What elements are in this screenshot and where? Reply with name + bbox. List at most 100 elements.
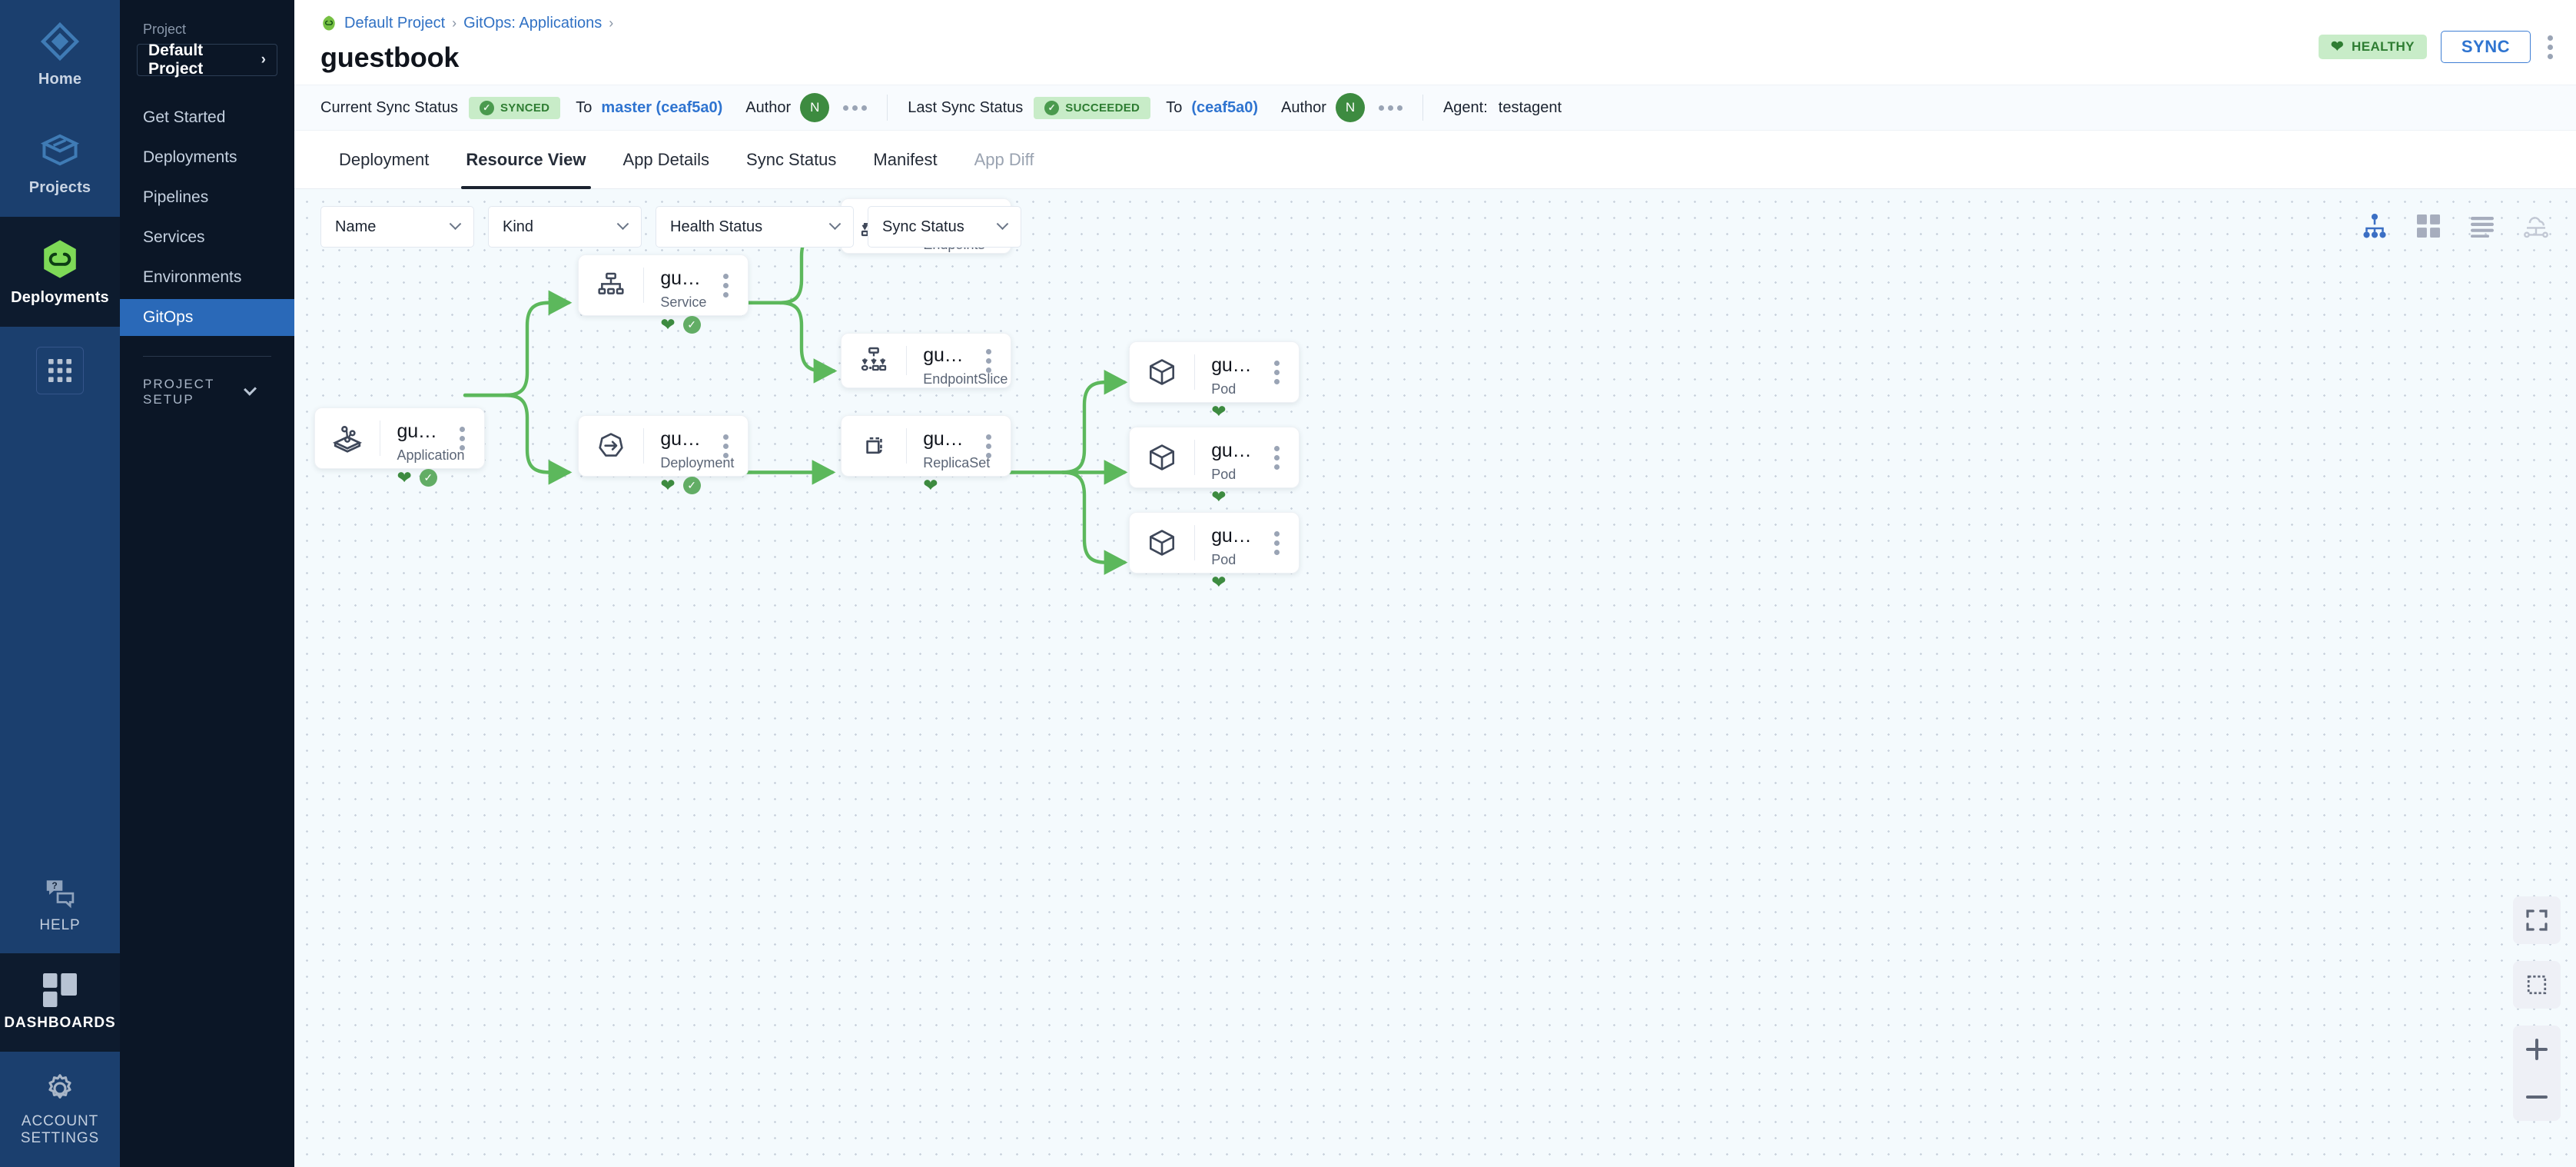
current-sync-more-icon[interactable] (843, 105, 867, 111)
sidebar-project-setup-label: PROJECT SETUP (143, 377, 246, 407)
heart-icon: ❤ (2331, 39, 2344, 55)
node-body: guestbook Application ❤ ✓ (380, 408, 440, 468)
node-more-menu-icon[interactable] (440, 408, 484, 468)
rail-item-modules[interactable] (0, 327, 120, 414)
node-name: guestbook-ui-5b64f6959… (1211, 525, 1254, 547)
filter-health-status[interactable]: Health Status (656, 206, 854, 248)
rail-item-account-settings[interactable]: ACCOUNT SETTINGS (0, 1052, 120, 1167)
grid-view-icon[interactable] (2415, 212, 2442, 240)
header-more-menu-icon[interactable] (2544, 32, 2556, 62)
sidebar-item-deployments[interactable]: Deployments (120, 139, 294, 176)
graph-node-service[interactable]: guestbook-ui Service ❤ ✓ (578, 254, 749, 316)
replicaset-icon (858, 430, 890, 462)
breadcrumb-link-default-project[interactable]: Default Project (344, 15, 445, 32)
node-status: ❤ (923, 476, 966, 494)
rail-item-dashboards[interactable]: DASHBOARDS (0, 953, 120, 1052)
tab-sync-status[interactable]: Sync Status (728, 131, 855, 189)
zoom-in-button[interactable] (2513, 1026, 2561, 1073)
graph-node-pod-1[interactable]: guestbook-ui-5b64f6959… Pod ❤ (1129, 341, 1300, 403)
sidebar-item-environments[interactable]: Environments (120, 259, 294, 296)
sidebar-item-gitops[interactable]: GitOps (120, 299, 294, 336)
heart-icon: ❤ (660, 316, 675, 334)
rail-label-deployments: Deployments (11, 289, 109, 307)
heart-icon: ❤ (660, 477, 675, 494)
application-icon (330, 421, 364, 455)
project-selector[interactable]: Default Project › (137, 44, 277, 76)
tree-view-icon[interactable] (2361, 212, 2388, 240)
select-area-button[interactable] (2513, 961, 2561, 1009)
rail-item-help[interactable]: ? HELP (0, 856, 120, 954)
node-more-menu-icon[interactable] (966, 416, 1011, 476)
graph-node-application[interactable]: guestbook Application ❤ ✓ (314, 407, 485, 469)
modules-button[interactable] (36, 347, 84, 394)
rail-item-deployments[interactable]: Deployments (0, 217, 120, 327)
chevron-right-icon: › (261, 52, 266, 68)
sync-button[interactable]: SYNC (2441, 31, 2531, 63)
last-author-label: Author (1281, 99, 1326, 117)
rail-item-home[interactable]: Home (0, 0, 120, 108)
edge-service-endpointslice (780, 303, 834, 371)
sidebar-item-services[interactable]: Services (120, 219, 294, 256)
edge-app-deployment (506, 395, 569, 472)
tab-manifest[interactable]: Manifest (855, 131, 955, 189)
node-more-menu-icon[interactable] (1254, 513, 1299, 573)
pod-icon (1146, 356, 1178, 388)
rail-label-home: Home (38, 71, 81, 88)
chevron-down-icon (997, 218, 1009, 230)
heart-icon: ❤ (397, 469, 411, 487)
zoom-button-group (2513, 1026, 2561, 1121)
node-name: guestbook (397, 421, 440, 443)
filter-sync-status[interactable]: Sync Status (868, 206, 1021, 248)
last-to-label: To (1166, 99, 1182, 117)
sidebar-label-pipelines: Pipelines (143, 188, 208, 207)
node-more-menu-icon[interactable] (703, 416, 748, 476)
node-more-menu-icon[interactable] (1254, 427, 1299, 487)
node-kind: Application (397, 447, 440, 464)
tab-deployment[interactable]: Deployment (320, 131, 447, 189)
project-sidebar: Project Default Project › Get Started De… (120, 0, 294, 1167)
filter-health-status-label: Health Status (670, 218, 762, 236)
filter-name[interactable]: Name (320, 206, 474, 248)
graph-node-replicaset[interactable]: guestbook-ui-5b64f69597 ReplicaSet ❤ (841, 415, 1011, 477)
resource-graph-canvas[interactable]: Name Kind Health Status Sync Status (294, 189, 2576, 1167)
health-status-label: HEALTHY (2352, 39, 2415, 55)
gitops-leaf-icon (320, 14, 337, 32)
node-kind: Pod (1211, 467, 1254, 483)
sidebar-project-setup[interactable]: PROJECT SETUP (120, 357, 294, 407)
tab-app-details[interactable]: App Details (605, 131, 729, 189)
node-status: ❤ ✓ (660, 476, 703, 494)
tab-resource-view[interactable]: Resource View (447, 131, 604, 189)
check-circle-icon: ✓ (683, 316, 701, 334)
graph-node-endpointslice[interactable]: guestbook-ui-ncpmr EndpointSlice (841, 333, 1011, 388)
rail-item-projects[interactable]: Projects (0, 108, 120, 217)
graph-node-pod-3[interactable]: guestbook-ui-5b64f6959… Pod ❤ (1129, 512, 1300, 574)
current-to-label: To (576, 99, 592, 117)
graph-node-deployment[interactable]: guestbook-ui Deployment ❤ ✓ (578, 415, 749, 477)
node-more-menu-icon[interactable] (703, 255, 748, 315)
node-more-menu-icon[interactable] (1254, 342, 1299, 402)
breadcrumb-link-gitops-applications[interactable]: GitOps: Applications (463, 15, 602, 32)
fullscreen-button[interactable] (2513, 896, 2561, 944)
current-revision-link[interactable]: master (ceaf5a0) (601, 99, 722, 117)
network-view-icon[interactable] (2522, 212, 2550, 240)
sidebar-label-get-started: Get Started (143, 108, 225, 127)
filter-kind[interactable]: Kind (488, 206, 642, 248)
page-title: guestbook (320, 42, 2550, 74)
project-selector-value: Default Project (148, 42, 261, 78)
service-icon (596, 270, 626, 301)
sidebar-item-pipelines[interactable]: Pipelines (120, 179, 294, 216)
node-kind: Pod (1211, 381, 1254, 397)
pod-icon (1146, 527, 1178, 559)
list-view-icon[interactable] (2468, 212, 2496, 240)
tab-bar: Deployment Resource View App Details Syn… (294, 131, 2576, 189)
last-sync-more-icon[interactable] (1379, 105, 1403, 111)
graph-node-pod-2[interactable]: guestbook-ui-5b64f6959… Pod ❤ (1129, 427, 1300, 488)
zoom-out-button[interactable] (2513, 1073, 2561, 1121)
home-diamond-icon (38, 20, 81, 63)
current-sync-status-badge: ✓ SYNCED (469, 97, 560, 119)
node-more-menu-icon[interactable] (966, 334, 1011, 387)
check-circle-icon: ✓ (683, 477, 701, 494)
sidebar-item-get-started[interactable]: Get Started (120, 99, 294, 136)
sidebar-label-environments: Environments (143, 268, 241, 287)
last-revision-link[interactable]: (ceaf5a0) (1191, 99, 1258, 117)
